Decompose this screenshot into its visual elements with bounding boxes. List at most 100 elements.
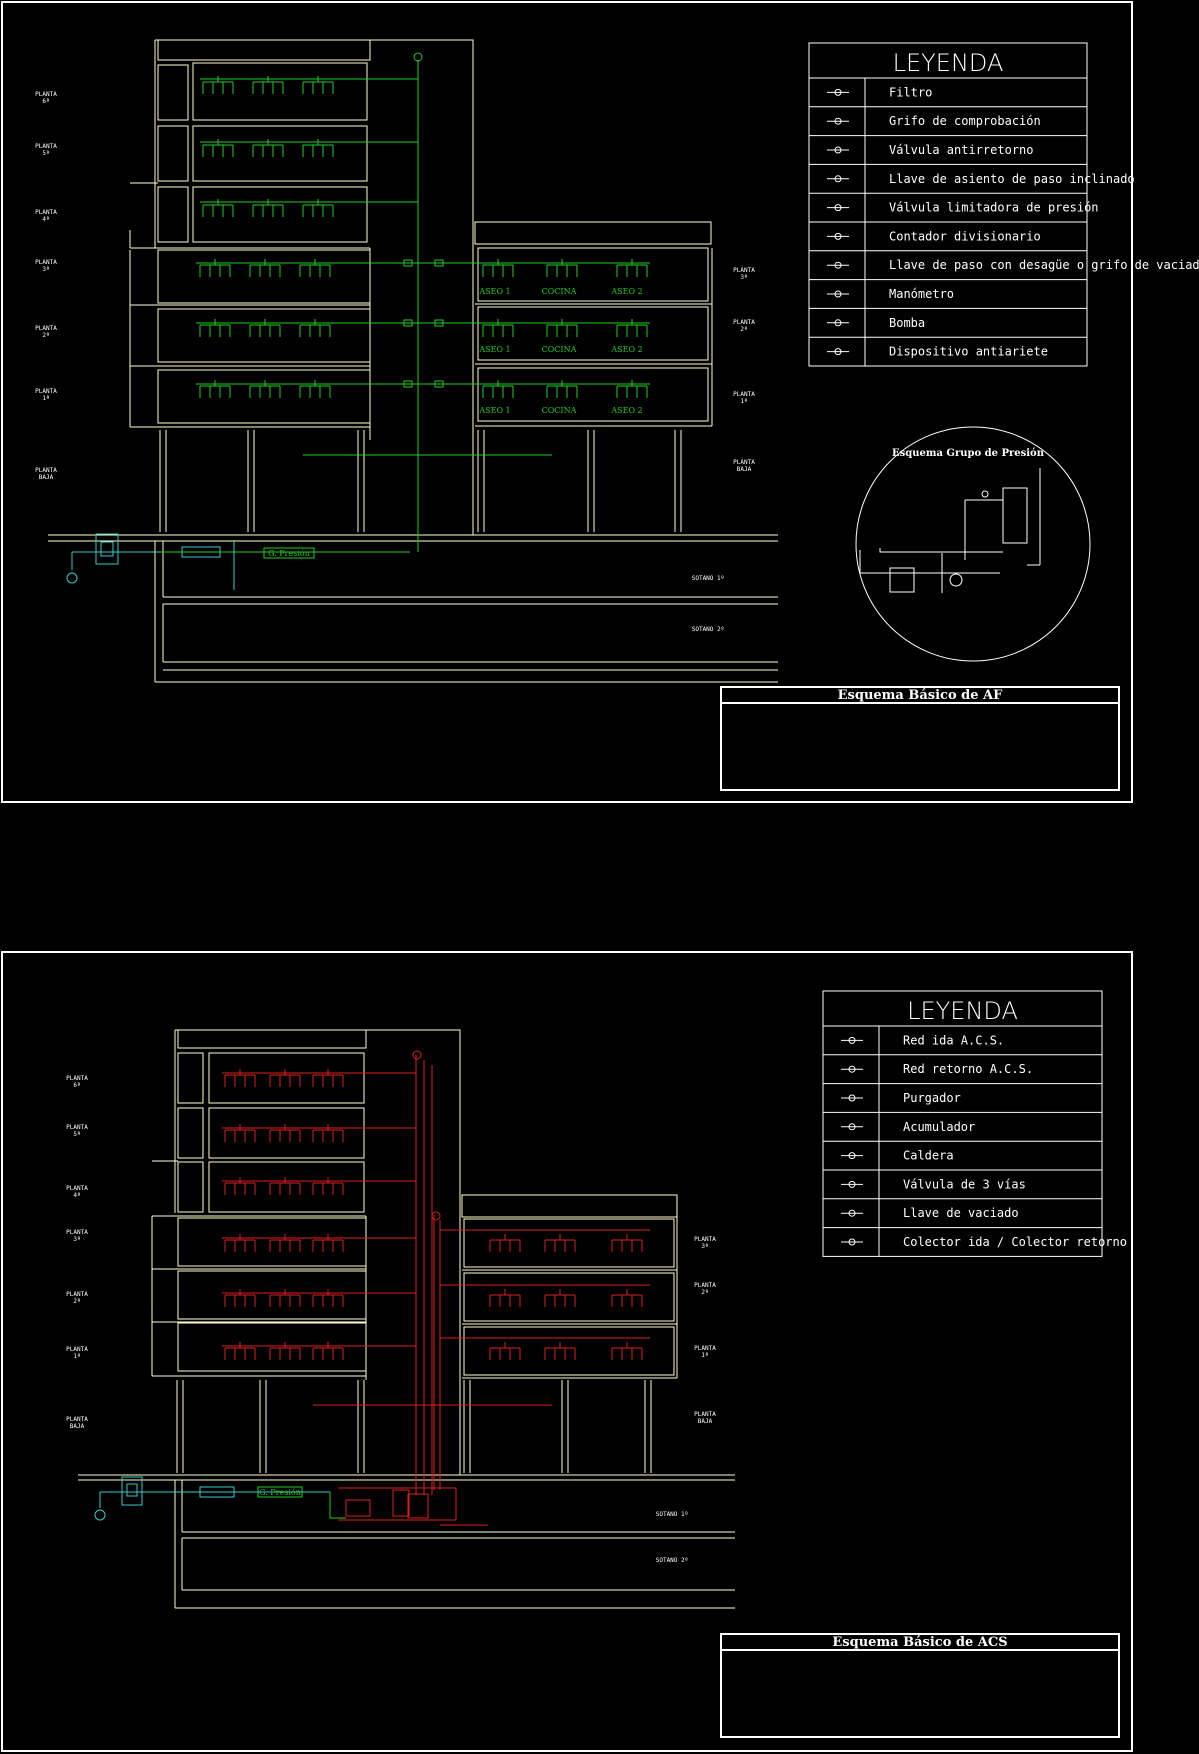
building-section bbox=[78, 1029, 735, 1609]
floor-label-name: PLANTA bbox=[66, 1416, 88, 1423]
floor-label-name: PLANTA bbox=[35, 209, 57, 216]
fixture-group bbox=[269, 1177, 301, 1195]
floor-label-level: BAJA bbox=[737, 466, 752, 473]
fixture-group bbox=[252, 139, 284, 157]
legend-label: Válvula limitadora de presión bbox=[889, 201, 1099, 215]
accumulator-icon bbox=[841, 1123, 863, 1131]
floor-label-name: PLANTA bbox=[733, 391, 755, 398]
fixture-group bbox=[224, 1177, 256, 1195]
floor-label-name: PLANTA bbox=[35, 467, 57, 474]
fixture-group bbox=[224, 1124, 256, 1142]
legend-label: Válvula antirretorno bbox=[889, 143, 1034, 157]
legend-label: Purgador bbox=[903, 1091, 961, 1105]
fixture-group bbox=[544, 1234, 576, 1252]
floor-label-level: 5ª bbox=[42, 150, 49, 157]
collector-icon bbox=[841, 1238, 863, 1246]
floor-label-name: PLANTA bbox=[66, 1185, 88, 1192]
floor-label-name: PLANTA bbox=[35, 325, 57, 332]
legend-label: Colector ida / Colector retorno bbox=[903, 1235, 1127, 1249]
floor-label-level: 4ª bbox=[42, 216, 49, 223]
building-section bbox=[48, 39, 778, 683]
legend-title: LEYENDA bbox=[907, 997, 1018, 1025]
legend-label: Red ida A.C.S. bbox=[903, 1033, 1004, 1047]
floor-label-level: 3ª bbox=[701, 1243, 708, 1250]
hot-water-network bbox=[222, 1050, 650, 1526]
fixture-group bbox=[302, 76, 334, 94]
fixture-group bbox=[224, 1069, 256, 1087]
fixture-group bbox=[312, 1289, 344, 1307]
fixture-group bbox=[546, 319, 578, 337]
floor-label-level: 3ª bbox=[42, 266, 49, 273]
sheet-frame bbox=[1, 1, 1133, 803]
legend-label: Red retorno A.C.S. bbox=[903, 1062, 1033, 1076]
room-label: COCINA bbox=[542, 345, 577, 354]
drain-valve-icon bbox=[827, 261, 849, 269]
title-block bbox=[720, 686, 1120, 791]
floor-label-name: PLANTA bbox=[694, 1345, 716, 1352]
floor-label-level: 1ª bbox=[42, 395, 49, 402]
legend-label: Grifo de comprobación bbox=[889, 114, 1041, 128]
angled-seat-valve-icon bbox=[827, 175, 849, 183]
floor-label-level: 2ª bbox=[42, 332, 49, 339]
filter-icon bbox=[827, 88, 849, 96]
floor-label-level: 5ª bbox=[73, 1131, 80, 1138]
fixture-group bbox=[544, 1342, 576, 1360]
pressure-group-label: G. Presión bbox=[268, 549, 310, 558]
floor-label-name: PLANTA bbox=[35, 91, 57, 98]
pressure-group-detail bbox=[855, 426, 1091, 662]
return-line-icon bbox=[841, 1065, 863, 1073]
floor-label-level: 1ª bbox=[740, 398, 747, 405]
legend-label: Filtro bbox=[889, 85, 932, 99]
fixture-group bbox=[199, 259, 231, 277]
basement-label: SOTANO 2º bbox=[692, 626, 725, 633]
room-label: COCINA bbox=[542, 406, 577, 415]
fixture-group bbox=[199, 380, 231, 398]
sheet-title: Esquema Básico de AF bbox=[838, 688, 1003, 703]
fixture-group bbox=[199, 319, 231, 337]
meter-icon bbox=[827, 232, 849, 240]
fixture-group bbox=[312, 1177, 344, 1195]
test-tap-icon bbox=[827, 117, 849, 125]
legend-frame bbox=[822, 990, 1103, 1257]
room-label: COCINA bbox=[542, 287, 577, 296]
sheet-frame bbox=[1, 951, 1133, 1752]
legend-label: Acumulador bbox=[903, 1120, 975, 1134]
cold-water-network bbox=[160, 52, 650, 559]
fixture-group bbox=[249, 319, 281, 337]
floor-label-level: 6ª bbox=[73, 1082, 80, 1089]
room-label: ASEO 2 bbox=[610, 287, 642, 296]
fixture-group bbox=[302, 199, 334, 217]
purge-icon bbox=[841, 1094, 863, 1102]
legend-label: Contador divisionario bbox=[889, 229, 1041, 243]
fixture-group bbox=[202, 199, 234, 217]
pressure-group-title: Esquema Grupo de Presión bbox=[892, 448, 1045, 459]
boiler-icon bbox=[841, 1152, 863, 1160]
fixture-group bbox=[249, 259, 281, 277]
fixture-group bbox=[611, 1234, 643, 1252]
floor-label-name: PLANTA bbox=[66, 1229, 88, 1236]
fixture-group bbox=[482, 319, 514, 337]
fixture-group bbox=[202, 76, 234, 94]
fixture-group bbox=[611, 1289, 643, 1307]
floor-label-level: 2ª bbox=[73, 1298, 80, 1305]
meter-box bbox=[403, 319, 413, 327]
fixture-group bbox=[249, 380, 281, 398]
meter-box bbox=[403, 380, 413, 388]
fixture-group bbox=[489, 1342, 521, 1360]
legend-acs: LEYENDA Red ida A.C.S. Red retorno A.C.S. P… bbox=[822, 990, 1127, 1257]
fixture-group bbox=[616, 380, 648, 398]
floor-label-name: PLANTA bbox=[66, 1291, 88, 1298]
hot-water-fixtures bbox=[224, 1069, 643, 1360]
legend-label: Llave de asiento de paso inclinado bbox=[889, 172, 1135, 186]
basement-label: SOTANO 1º bbox=[692, 575, 725, 582]
floor-label-name: PLANTA bbox=[35, 143, 57, 150]
anti-hammer-icon bbox=[827, 348, 849, 356]
floor-label-name: PLANTA bbox=[694, 1411, 716, 1418]
fixture-group bbox=[616, 259, 648, 277]
floor-label-level: BAJA bbox=[39, 474, 54, 481]
room-label: ASEO 2 bbox=[610, 406, 642, 415]
legend-label: Bomba bbox=[889, 316, 925, 330]
supply-connection bbox=[66, 533, 235, 590]
